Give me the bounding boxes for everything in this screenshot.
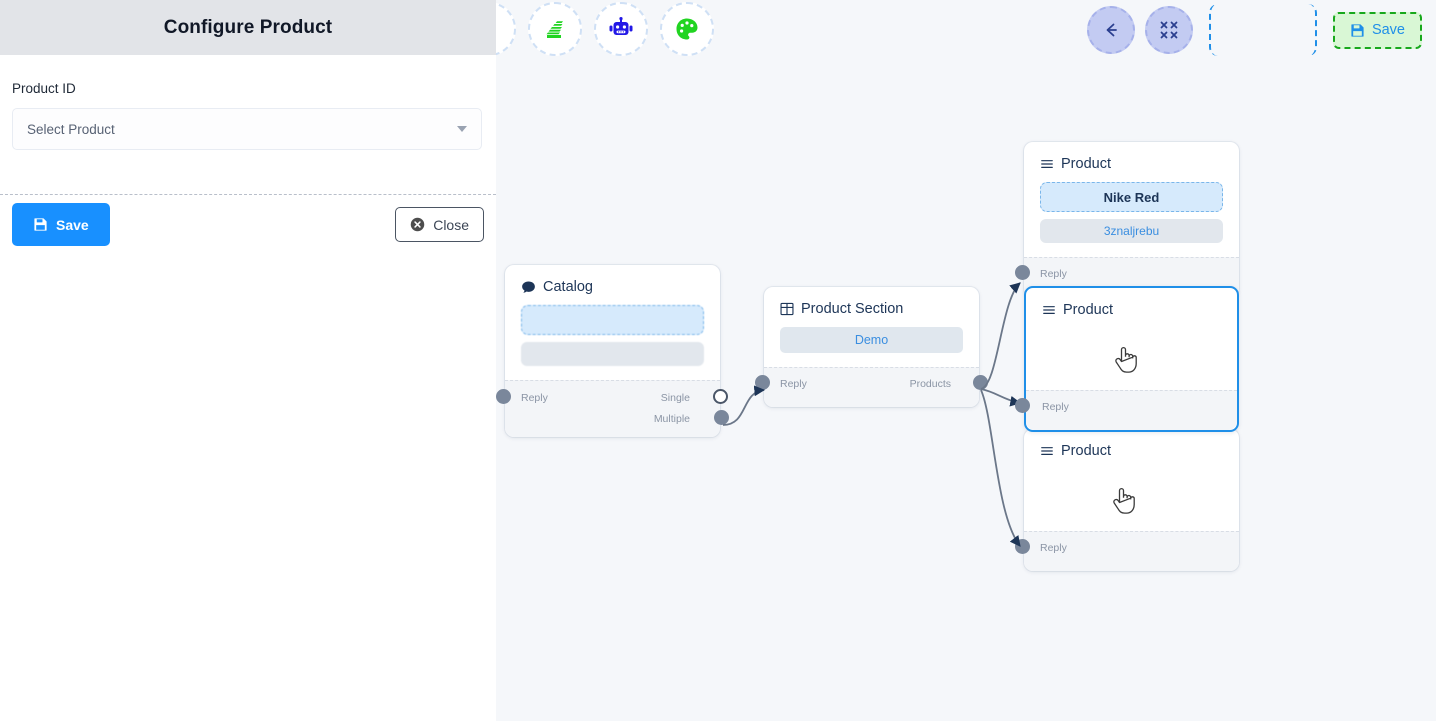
product-id-select[interactable]: Select Product [12, 108, 482, 150]
palette-tool[interactable] [660, 2, 714, 56]
close-circle-icon [410, 217, 425, 232]
port-reply-in[interactable] [1015, 265, 1030, 280]
robot-icon [608, 16, 634, 42]
table-grid-icon [780, 302, 794, 316]
port-reply-in[interactable] [496, 389, 511, 404]
chevron-down-icon [457, 126, 467, 132]
node-footer: Reply Products [755, 367, 988, 407]
panel-footer: Save Close [0, 195, 496, 254]
node-body [1026, 328, 1237, 390]
node-header: Product [1026, 288, 1237, 328]
port-single-out[interactable] [713, 389, 728, 404]
edge-catalog-to-section [722, 385, 766, 426]
node-catalog[interactable]: Catalog Reply Single Multiple [496, 265, 729, 437]
node-footer: Reply [1015, 531, 1239, 571]
edge-section-to-product-3 [980, 389, 1021, 547]
node-body: Nike Red 3znaljrebu [1024, 182, 1239, 257]
compress-icon [1159, 20, 1179, 40]
bot-tool[interactable] [594, 2, 648, 56]
port-reply-in[interactable] [1015, 539, 1030, 554]
port-label-reply: Reply [1042, 401, 1069, 413]
floppy-disk-icon [33, 217, 48, 232]
list-lines-icon [1040, 444, 1054, 458]
comment-icon [521, 280, 536, 295]
close-button-label: Close [433, 216, 469, 233]
port-label-multiple: Multiple [653, 413, 690, 425]
catalog-item-gray[interactable] [521, 342, 704, 366]
product-item-nike-red[interactable]: Nike Red [1040, 182, 1223, 212]
save-button[interactable]: Save [12, 203, 110, 246]
node-product-3[interactable]: Product Reply [1015, 429, 1239, 571]
port-products-out[interactable] [973, 375, 988, 390]
product-section-item-demo[interactable]: Demo [780, 327, 963, 353]
list-lines-icon [1042, 303, 1056, 317]
node-product-section[interactable]: Product Section Demo Reply Products [755, 287, 988, 407]
layers-stack-icon [543, 17, 567, 41]
canvas-toolbar-left [496, 2, 714, 56]
port-label-reply: Reply [780, 378, 807, 390]
port-multiple-out[interactable] [714, 410, 729, 425]
canvas-save-button[interactable]: Save [1332, 11, 1422, 49]
configure-product-panel: Configure Product Product ID Select Prod… [0, 0, 496, 721]
port-label-single: Single [660, 392, 690, 404]
panel-divider [0, 194, 496, 195]
flow-canvas[interactable]: Save [496, 0, 1436, 721]
node-title: Product [1063, 302, 1113, 318]
back-button[interactable] [1086, 6, 1135, 54]
node-footer: Reply Single Multiple [496, 380, 729, 437]
empty-drop-slot[interactable] [1208, 4, 1317, 56]
partial-circle-tool[interactable] [496, 2, 516, 56]
product-id-label: Product ID [12, 81, 76, 96]
port-label-reply: Reply [521, 392, 548, 404]
select-placeholder: Select Product [27, 121, 115, 137]
node-product-2[interactable]: Product Reply [1015, 286, 1239, 432]
node-title: Product [1061, 443, 1111, 459]
node-header: Catalog [505, 265, 720, 305]
close-button[interactable]: Close [395, 207, 484, 242]
edge-section-to-product-2 [980, 388, 1022, 407]
canvas-toolbar-right: Save [1086, 4, 1422, 56]
port-label-reply: Reply [1040, 268, 1067, 280]
node-body: Demo [764, 327, 979, 367]
node-title: Catalog [543, 279, 593, 295]
canvas-save-label: Save [1371, 22, 1405, 38]
panel-header: Configure Product [0, 0, 496, 55]
node-body [1024, 469, 1239, 531]
node-header: Product [1024, 142, 1239, 182]
node-product-1[interactable]: Product Nike Red 3znaljrebu Reply [1015, 142, 1239, 297]
list-lines-icon [1040, 157, 1054, 171]
node-title: Product [1061, 156, 1111, 172]
port-reply-in[interactable] [755, 375, 770, 390]
pointer-hand-cursor [1112, 344, 1146, 382]
node-title: Product Section [801, 301, 904, 317]
catalog-item-dashed[interactable] [521, 305, 704, 335]
layers-stack-tool[interactable] [528, 2, 582, 56]
product-item-secondary[interactable]: 3znaljrebu [1040, 219, 1223, 243]
node-header: Product [1024, 429, 1239, 469]
page-title: Configure Product [163, 16, 333, 38]
floppy-disk-icon [1350, 23, 1365, 38]
node-header: Product Section [764, 287, 979, 327]
port-label-reply: Reply [1040, 542, 1067, 554]
port-label-products: Products [909, 378, 951, 390]
node-footer: Reply [1015, 390, 1237, 430]
palette-icon [674, 16, 700, 42]
fit-view-button[interactable] [1144, 6, 1193, 54]
arrow-left-icon [1101, 20, 1121, 40]
panel-body: Product ID Select Product [0, 55, 496, 150]
save-button-label: Save [56, 216, 89, 233]
node-body [505, 305, 720, 380]
edge-section-to-product-1 [980, 282, 1021, 390]
port-reply-in[interactable] [1015, 398, 1030, 413]
pointer-hand-cursor [1110, 485, 1144, 523]
